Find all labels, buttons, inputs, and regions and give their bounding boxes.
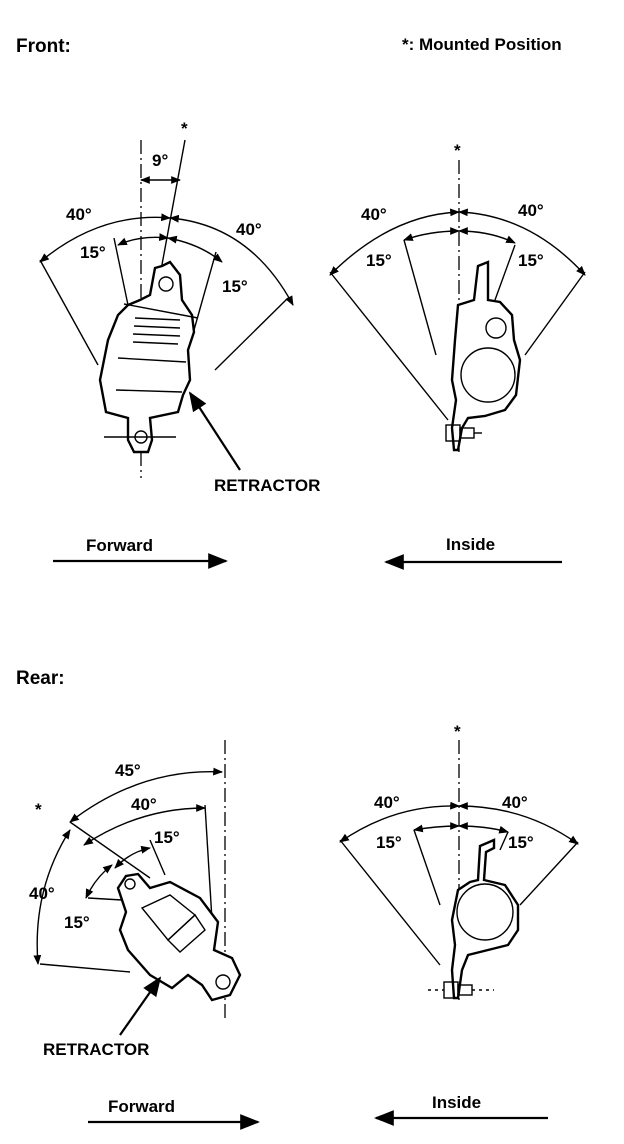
- rear-right-inner-right-angle: 15°: [508, 833, 534, 852]
- front-left-asterisk: *: [181, 119, 188, 138]
- front-left-inner-left-angle: 15°: [80, 243, 106, 262]
- rear-retractor-body: [116, 872, 242, 1002]
- front-inside-label: Inside: [446, 535, 495, 554]
- front-retractor-body: [98, 260, 199, 454]
- rear-left-mid-top-angle: 40°: [131, 795, 157, 814]
- rear-forward-label: Forward: [108, 1097, 175, 1116]
- rear-right-retractor-side: [428, 838, 520, 1000]
- front-right-retractor-side: [445, 260, 522, 452]
- rear-left-diagram: * 45° 40° 15° 40° 15° RETRACTOR Forward: [29, 740, 260, 1130]
- front-forward-label: Forward: [86, 536, 153, 555]
- rear-right-outer-right-angle: 40°: [502, 793, 528, 812]
- rear-left-outer-left-angle: 40°: [29, 884, 55, 903]
- front-left-diagram: * 9° 40° 15° 40° 15°: [39, 119, 320, 569]
- front-left-outer-left-angle: 40°: [66, 205, 92, 224]
- front-retractor-callout: RETRACTOR: [214, 476, 320, 495]
- mounted-position-legend: *: Mounted Position: [402, 35, 562, 54]
- front-left-inner-right-angle: 15°: [222, 277, 248, 296]
- front-right-outer-right-angle: 40°: [518, 201, 544, 220]
- front-right-inner-left-angle: 15°: [366, 251, 392, 270]
- front-heading: Front:: [16, 36, 71, 57]
- rear-left-inner-left-angle: 15°: [64, 913, 90, 932]
- rear-left-asterisk: *: [35, 800, 42, 819]
- front-right-outer-left-angle: 40°: [361, 205, 387, 224]
- rear-left-outer-top-angle: 45°: [115, 761, 141, 780]
- rear-inside-label: Inside: [432, 1093, 481, 1112]
- front-right-diagram: * 40° 15° 40° 15° Inside: [329, 141, 586, 570]
- rear-right-diagram: * 40° 15° 40° 15° Inside: [339, 722, 579, 1126]
- front-right-inner-right-angle: 15°: [518, 251, 544, 270]
- rear-right-outer-left-angle: 40°: [374, 793, 400, 812]
- rear-heading: Rear:: [16, 668, 65, 689]
- rear-left-inner-top-angle: 15°: [154, 828, 180, 847]
- rear-retractor-callout: RETRACTOR: [43, 1040, 149, 1059]
- front-left-offset-label: 9°: [152, 151, 168, 170]
- rear-right-asterisk: *: [454, 722, 461, 741]
- rear-right-inner-left-angle: 15°: [376, 833, 402, 852]
- front-right-asterisk: *: [454, 141, 461, 160]
- front-left-outer-right-angle: 40°: [236, 220, 262, 239]
